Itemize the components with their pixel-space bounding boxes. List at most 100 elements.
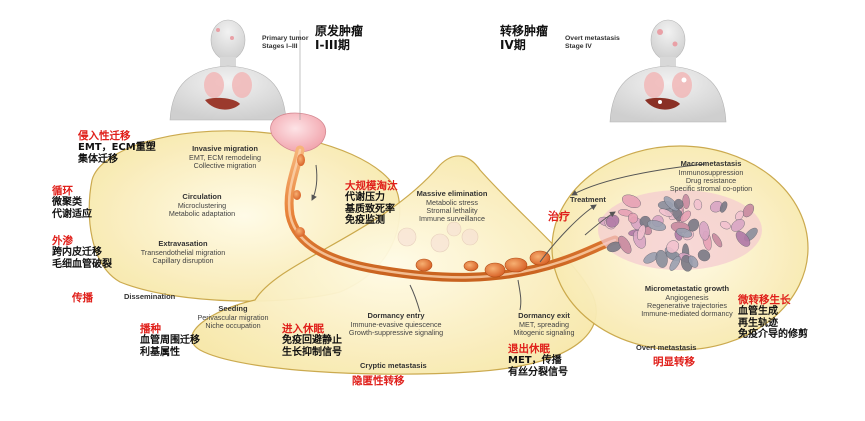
arrows: [311, 163, 706, 313]
cluster-cell: [712, 233, 723, 248]
overt-metastasis-cn: 明显转移: [653, 356, 695, 368]
cluster-cell: [680, 210, 691, 223]
macrometastasis-cluster: [598, 190, 762, 272]
cluster-cell: [673, 198, 684, 210]
dormancy-exit-title: Dormancy exit: [518, 311, 570, 320]
cluster-cell: [699, 221, 710, 241]
dormancy-exit-block: Dormancy exit MET, spreading Mitogenic s…: [494, 311, 594, 337]
massive-cn-l3: 免疫监测: [345, 215, 385, 227]
circulation-cn-title: 循环: [52, 185, 73, 197]
massive-title: Massive elimination: [416, 189, 488, 198]
cluster-cell: [719, 201, 728, 213]
circulation-line2: Metabolic adaptation: [168, 208, 236, 218]
dormancy-entry-line2: Growth-suppressive signaling: [348, 327, 444, 337]
cluster-cell: [697, 249, 711, 262]
cluster-cell: [658, 208, 673, 217]
cluster-cell: [720, 221, 731, 230]
dormancy-exit-line2: Mitogenic signaling: [513, 327, 575, 337]
overt-metastasis-label-en: Overt metastasis Stage IV: [565, 35, 620, 51]
extravasation-cn-l1: 跨内皮迁移: [52, 247, 102, 259]
invasive-title: Invasive migration: [192, 144, 258, 153]
dissemination-cn: 传播: [72, 292, 93, 304]
invasive-cn-title: 侵入性迁移: [78, 130, 131, 142]
macro-line1: Immunosuppression: [678, 167, 744, 177]
cluster-cell: [735, 231, 751, 247]
extravasation-block: Extravasation Transendothelial migration…: [118, 239, 248, 265]
massive-cn-title: 大规模淘汰: [345, 180, 398, 192]
cluster-cell: [663, 196, 679, 212]
circulation-line1: Microclustering: [177, 200, 227, 210]
seeding-cn-l1: 血管周围迁移: [140, 335, 200, 347]
micro-cn-l3: 免疫介导的修剪: [738, 329, 808, 341]
dormancy-entry-cn-block: 进入休眠 免疫回避静止 生长抑制信号: [282, 323, 342, 358]
micrometastatic-cn-block: 微转移生长 血管生成 再生轨迹 免疫介导的修剪: [738, 294, 808, 341]
metastasis-cn-title: 转移肿瘤: [500, 24, 549, 38]
circulation-block: Circulation Microclustering Metabolic ad…: [142, 192, 262, 218]
primary-tumor-label-en: Primary tumor Stages I–III: [262, 35, 308, 51]
primary-tumor-cn-stage: I-III期: [315, 37, 350, 52]
vessel-cells: [293, 154, 551, 278]
primary-tumor-stage: Stages I–III: [262, 42, 298, 50]
dormancy-entry-block: Dormancy entry Immune-evasive quiescence…: [326, 311, 466, 337]
seeding-line2: Niche occupation: [205, 320, 261, 330]
dormancy-entry-line1: Immune-evasive quiescence: [350, 319, 442, 329]
treatment-label: Treatment: [570, 195, 606, 204]
invasive-line1: EMT, ECM remodeling: [189, 152, 261, 162]
micro-line2: Regenerative trajectories: [647, 300, 727, 310]
extravasation-cn-block: 外渗 跨内皮迁移 毛细血管破裂: [52, 235, 112, 270]
seeding-line1: Perivascular migration: [197, 312, 269, 322]
overt-title: Overt metastasis: [565, 35, 620, 42]
micro-line1: Angiogenesis: [665, 292, 709, 302]
invasive-migration-block: Invasive migration EMT, ECM remodeling C…: [160, 144, 290, 170]
cluster-cell: [627, 212, 639, 224]
dissemination-label: Dissemination: [124, 292, 176, 301]
invasive-cn-l2: 集体迁移: [78, 153, 118, 165]
macro-line3: Specific stromal co-option: [669, 184, 753, 194]
macro-title: Macrometastasis: [680, 159, 742, 168]
cluster-cell: [742, 203, 755, 218]
seeding-cn-l2: 利基属性: [140, 346, 180, 358]
seeding-title: Seeding: [218, 304, 248, 313]
left-body-figure: [169, 19, 287, 121]
micro-line3: Immune-mediated dormancy: [641, 309, 733, 319]
cryptic-metastasis-label: Cryptic metastasis: [360, 361, 427, 370]
dormancy-exit-cn-l1: MET，传播: [508, 355, 562, 367]
massive-line3: Immune surveillance: [419, 214, 485, 224]
primary-tumor-title: Primary tumor: [262, 35, 309, 42]
circulation-cn-l1: 微聚类: [52, 197, 82, 209]
cluster-cell: [621, 194, 641, 209]
invasive-line2: Collective migration: [193, 160, 257, 170]
cluster-cell: [731, 219, 745, 232]
cluster-cell: [669, 255, 681, 271]
dormancy-exit-cn-l2: 有丝分裂信号: [508, 366, 568, 378]
cryptic-metastasis-cn: 隐匿性转移: [352, 375, 405, 387]
micro-cn-title: 微转移生长: [738, 294, 791, 306]
overt-stage: Stage IV: [565, 42, 592, 50]
metastasis-label-cn: 转移肿瘤 IV期: [500, 24, 549, 53]
invasive-cn-l1: EMT，ECM重塑: [78, 142, 156, 154]
cluster-cell: [676, 227, 693, 238]
cluster-cell: [735, 210, 744, 221]
cluster-cell: [666, 240, 680, 254]
massive-line1: Metabolic stress: [426, 197, 478, 207]
seeding-cn-title: 播种: [140, 323, 161, 335]
dormancy-exit-cn-title: 退出休眠: [508, 343, 550, 355]
dormancy-exit-cn-block: 退出休眠 MET，传播 有丝分裂信号: [508, 343, 568, 378]
massive-cn-block: 大规模淘汰 代谢压力 基质致死率 免疫监测: [345, 180, 398, 227]
circulation-cn-l2: 代谢适应: [52, 208, 92, 220]
cluster-cell: [688, 255, 699, 268]
cluster-cell: [647, 220, 667, 231]
extravasation-title: Extravasation: [158, 239, 208, 248]
extravasation-line2: Capillary disruption: [152, 255, 214, 265]
dormancy-entry-cn-l2: 生长抑制信号: [282, 346, 342, 358]
massive-cn-l2: 基质致死率: [345, 203, 395, 215]
overt-metastasis-label: Overt metastasis: [636, 343, 697, 352]
metastasis-cn-stage: IV期: [500, 37, 526, 52]
dormancy-entry-cn-l1: 免疫回避静止: [282, 335, 342, 347]
macrometastasis-block: Macrometastasis Immunosuppression Drug r…: [656, 159, 766, 194]
circulation-title: Circulation: [182, 192, 222, 201]
extravasation-line1: Transendothelial migration: [140, 247, 226, 257]
cluster-cell: [637, 224, 646, 241]
primary-tumor-label-cn: 原发肿瘤 I-III期: [315, 24, 363, 53]
